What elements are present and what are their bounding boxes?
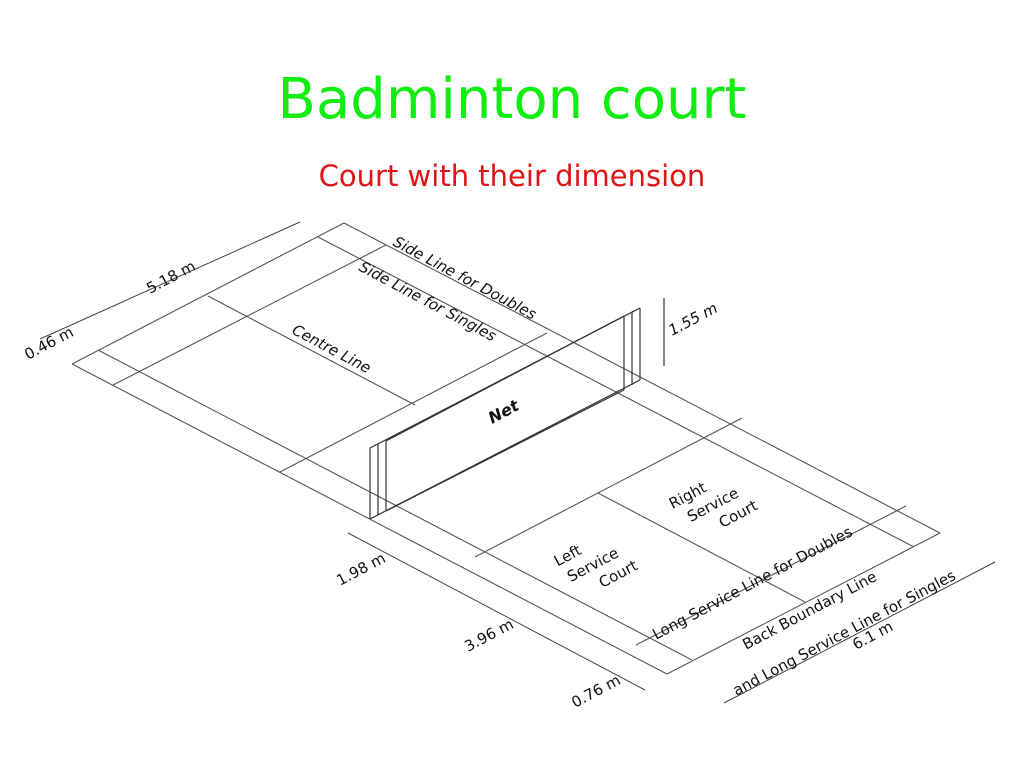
dim-0-76-label: 0.76 m bbox=[568, 671, 623, 712]
side-line-singles-label: Side Line for Singles bbox=[356, 258, 499, 346]
page-title: Badminton court bbox=[277, 67, 747, 132]
right-service-court-label: Right Service Court bbox=[666, 478, 761, 531]
dim-1-98-label: 1.98 m bbox=[333, 549, 388, 590]
near-end-lines bbox=[474, 417, 907, 646]
back-boundary-label: Back Boundary Line and Long Service Line… bbox=[730, 566, 959, 699]
dim-1-55-label: 1.55 m bbox=[665, 299, 720, 340]
centre-line-label: Centre Line bbox=[289, 321, 374, 378]
dim-3-96-label: 3.96 m bbox=[461, 615, 516, 656]
dimension-lines bbox=[39, 221, 996, 704]
far-end-lines bbox=[112, 244, 548, 473]
net bbox=[369, 298, 665, 520]
dim-0-46-label: 0.46 m bbox=[21, 323, 76, 364]
page-subtitle: Court with their dimension bbox=[318, 159, 706, 193]
long-service-line-doubles-label: Long Service Line for Doubles bbox=[649, 523, 855, 644]
net-label: Net bbox=[485, 395, 523, 427]
dim-5-18-label: 5.18 m bbox=[143, 257, 198, 298]
